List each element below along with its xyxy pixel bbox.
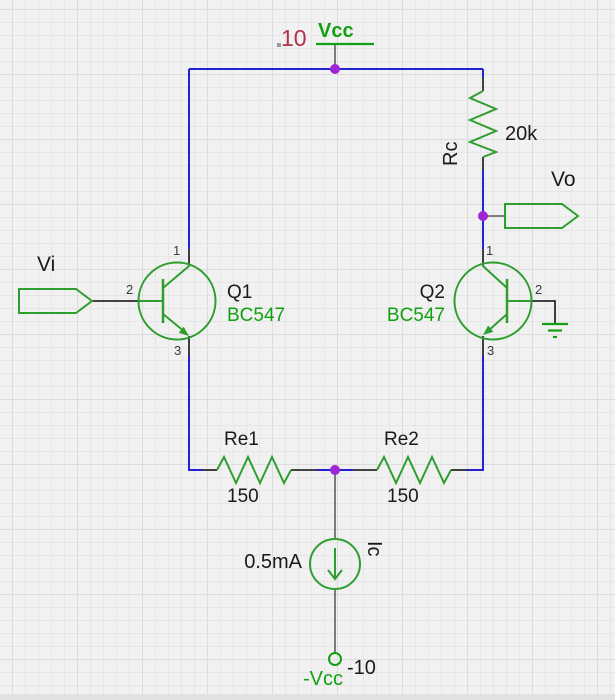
wire-right-emitter[interactable]	[467, 356, 484, 471]
re1-value-label[interactable]: 150	[227, 486, 259, 507]
q1-pin2-label: 2	[126, 282, 134, 297]
re1-name-label[interactable]: Re1	[224, 429, 259, 450]
q2-pin1-label: 1	[486, 243, 494, 258]
rc-value-label[interactable]: 20k	[505, 123, 538, 145]
vcc-name-label[interactable]: Vcc	[318, 20, 354, 42]
wire-q2-base-to-ground[interactable]	[531, 300, 556, 323]
current-arrow-head	[327, 569, 343, 581]
q1-name-label[interactable]: Q1	[227, 282, 253, 303]
re2-value-label[interactable]: 150	[387, 486, 419, 507]
neg-vcc-value-label[interactable]: -10	[347, 657, 376, 679]
junction-dot-emitters	[330, 465, 340, 475]
neg-vcc-name-label[interactable]: -Vcc	[303, 668, 343, 690]
resistor-re1-symbol[interactable]	[216, 454, 292, 486]
label-anchor-marker	[277, 43, 281, 47]
port-vo-symbol[interactable]	[504, 203, 580, 229]
rc-name-label[interactable]: Rc	[440, 141, 462, 166]
ground-symbol[interactable]	[542, 322, 568, 339]
q2-emitter-arrow	[483, 325, 494, 335]
transistor-q1-symbol[interactable]	[137, 261, 217, 341]
current-source-symbol[interactable]	[309, 538, 361, 590]
current-source-value-label[interactable]: 0.5mA	[244, 551, 302, 573]
port-vi-symbol[interactable]	[18, 288, 94, 314]
vcc-value-label[interactable]: 10	[281, 25, 307, 51]
resistor-rc-symbol[interactable]	[467, 90, 499, 158]
neg-vcc-terminal[interactable]	[328, 652, 342, 666]
component-leads[interactable]	[92, 77, 556, 471]
wire-left-emitter[interactable]	[188, 356, 203, 471]
q1-model-label[interactable]: BC547	[227, 305, 286, 326]
q1-pin3-label: 3	[174, 343, 182, 358]
q2-name-label[interactable]: Q2	[419, 282, 445, 303]
q1-emitter-arrow	[178, 326, 189, 336]
canvas-bottom-edge	[0, 694, 615, 700]
q2-model-label[interactable]: BC547	[386, 305, 445, 326]
vo-port-label[interactable]: Vo	[551, 168, 576, 191]
junction-dot-vo	[478, 211, 488, 221]
junction-dots	[330, 64, 488, 475]
vi-port-label[interactable]: Vi	[37, 253, 56, 276]
re2-name-label[interactable]: Re2	[384, 429, 419, 450]
net-wires[interactable]	[188, 68, 484, 471]
q2-pin3-label: 3	[487, 343, 495, 358]
junction-dot-vcc	[330, 64, 340, 74]
resistor-re2-symbol[interactable]	[376, 454, 452, 486]
q1-pin1-label: 1	[173, 243, 181, 258]
current-source-name-label[interactable]: Ic	[363, 541, 385, 557]
q2-pin2-label: 2	[535, 282, 543, 297]
transistor-q2-symbol[interactable]	[453, 261, 533, 341]
